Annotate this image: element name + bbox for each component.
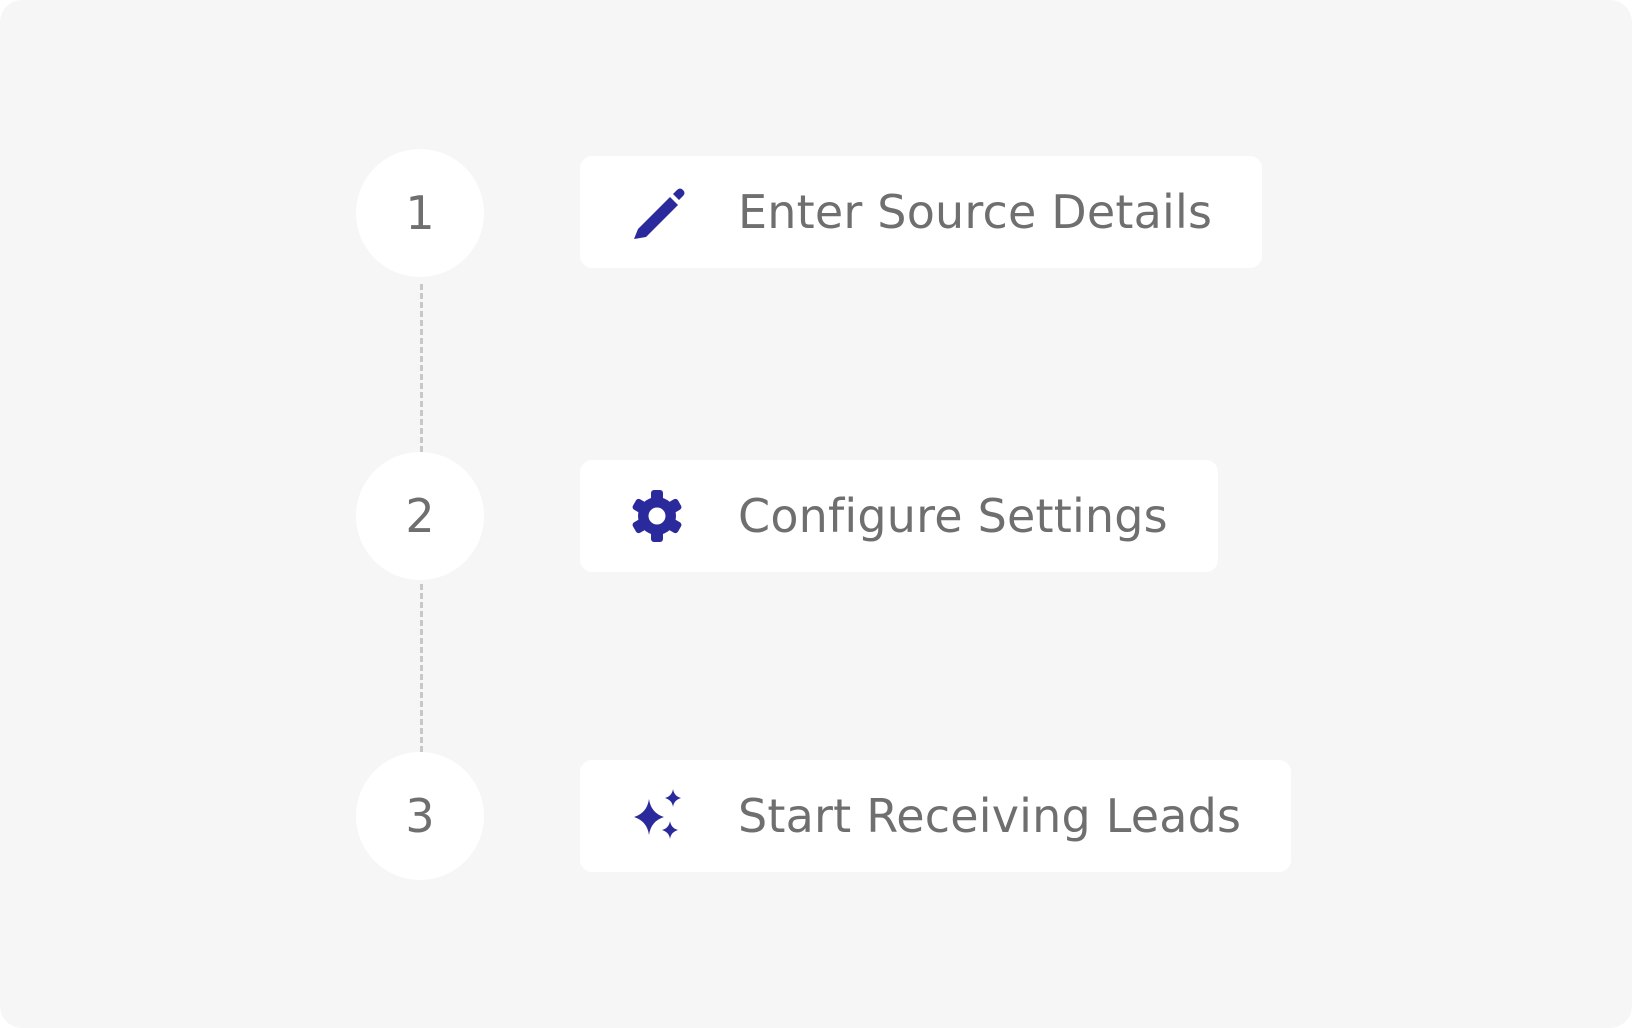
- step-connector-2-3: [420, 584, 423, 752]
- step-number-3: 3: [356, 752, 484, 880]
- step-number-1: 1: [356, 149, 484, 277]
- step-label: Configure Settings: [738, 489, 1168, 543]
- step-card-start-receiving-leads[interactable]: Start Receiving Leads: [580, 760, 1292, 872]
- step-card-enter-source-details[interactable]: Enter Source Details: [580, 156, 1263, 268]
- step-number-text: 2: [405, 489, 435, 543]
- step-number-text: 3: [405, 789, 435, 843]
- sparkles-icon: [628, 787, 686, 845]
- step-card-configure-settings[interactable]: Configure Settings: [580, 460, 1218, 572]
- step-number-2: 2: [356, 452, 484, 580]
- step-label: Enter Source Details: [738, 185, 1213, 239]
- step-number-text: 1: [405, 186, 435, 240]
- step-label: Start Receiving Leads: [738, 789, 1242, 843]
- gear-icon: [628, 487, 686, 545]
- step-connector-1-2: [420, 284, 423, 452]
- pencil-icon: [628, 183, 686, 241]
